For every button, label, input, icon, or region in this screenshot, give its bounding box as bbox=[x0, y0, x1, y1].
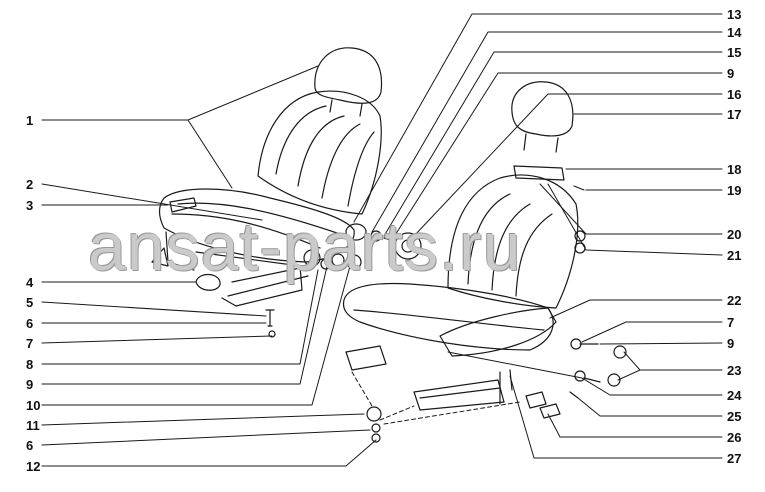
leader-lines-right bbox=[353, 13, 723, 459]
callout-7: 7 bbox=[26, 336, 34, 351]
callout-18: 18 bbox=[727, 162, 742, 177]
seat-side-cover bbox=[439, 307, 557, 357]
callout-9-right: 9 bbox=[727, 66, 735, 81]
callout-9: 9 bbox=[26, 377, 34, 392]
callout-17: 17 bbox=[727, 107, 742, 122]
callout-20: 20 bbox=[727, 227, 742, 242]
callout-23: 23 bbox=[727, 363, 742, 378]
callout-2: 2 bbox=[26, 177, 34, 192]
left-headrest bbox=[314, 47, 383, 104]
callout-9-right-b: 9 bbox=[727, 336, 735, 351]
callout-13: 13 bbox=[727, 7, 742, 22]
left-backrest bbox=[257, 90, 382, 215]
callout-6b: 6 bbox=[26, 438, 34, 453]
right-headrest bbox=[511, 81, 574, 137]
leader-lines-left bbox=[41, 65, 377, 467]
callout-21: 21 bbox=[727, 248, 742, 263]
callout-1: 1 bbox=[26, 113, 34, 128]
left-adjust-handle bbox=[195, 273, 221, 291]
callout-16: 16 bbox=[727, 87, 742, 102]
callout-10: 10 bbox=[26, 398, 41, 413]
left-seat-assembly bbox=[151, 47, 383, 338]
callout-12: 12 bbox=[26, 459, 41, 474]
callout-15: 15 bbox=[727, 45, 742, 60]
left-seat-cushion bbox=[158, 188, 355, 263]
right-backrest bbox=[447, 174, 579, 309]
callout-8: 8 bbox=[26, 357, 34, 372]
callout-27: 27 bbox=[727, 451, 742, 466]
assembly-arrows bbox=[351, 371, 521, 425]
callout-24: 24 bbox=[727, 388, 742, 403]
callout-4: 4 bbox=[26, 275, 34, 290]
right-seat-runner bbox=[345, 345, 505, 411]
left-seat-lever-panel bbox=[169, 197, 197, 213]
callout-5: 5 bbox=[26, 295, 34, 310]
callout-25: 25 bbox=[727, 409, 742, 424]
left-seat-runner bbox=[165, 231, 303, 307]
callout-19: 19 bbox=[727, 183, 742, 198]
right-seat-cushion bbox=[342, 282, 554, 351]
callout-14: 14 bbox=[727, 25, 742, 40]
callout-7-right: 7 bbox=[727, 315, 735, 330]
callout-6: 6 bbox=[26, 316, 34, 331]
right-seat-assembly bbox=[331, 81, 627, 443]
headrest-guide bbox=[513, 165, 565, 181]
callout-22: 22 bbox=[727, 293, 742, 308]
callout-3: 3 bbox=[26, 198, 34, 213]
callout-26: 26 bbox=[727, 430, 742, 445]
callout-11: 11 bbox=[26, 418, 40, 433]
